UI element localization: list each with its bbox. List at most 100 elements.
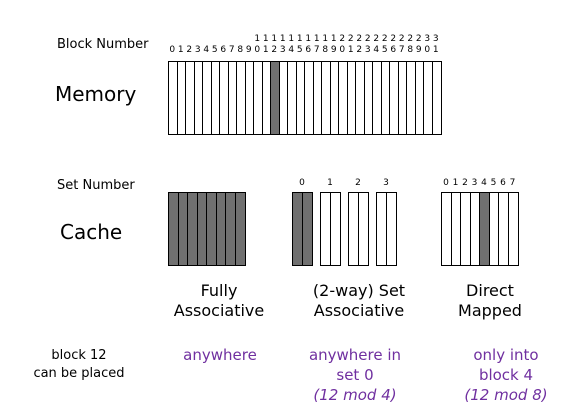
direct-mapped-placement-line2: block 4 bbox=[478, 366, 534, 384]
cache-set-3-way-1 bbox=[385, 192, 397, 266]
set-label-3: 3 bbox=[383, 178, 389, 188]
block-number-ones-1: 1 bbox=[177, 45, 184, 55]
set-associative-caption: (2-way) Set Associative bbox=[294, 281, 424, 321]
block-number-ones-21: 1 bbox=[347, 45, 354, 55]
block-number-tens-16: 1 bbox=[305, 34, 312, 44]
cache-set-0 bbox=[292, 192, 313, 266]
block-number-ones-24: 4 bbox=[373, 45, 380, 55]
cache-set-3 bbox=[376, 192, 397, 266]
block-number-ones-10: 0 bbox=[254, 45, 261, 55]
cache-set-1-way-1 bbox=[329, 192, 341, 266]
direct-mapped-caption-line1: Direct bbox=[466, 281, 514, 300]
block-number-ones-13: 3 bbox=[279, 45, 286, 55]
direct-mapped-block-7 bbox=[507, 192, 519, 266]
block-number-ones-0: 0 bbox=[169, 45, 176, 55]
direct-mapped-placement: only into block 4 (12 mod 8) bbox=[446, 345, 566, 405]
cache-set-1 bbox=[320, 192, 341, 266]
fully-associative-cache bbox=[168, 192, 246, 266]
block-number-tens-12: 1 bbox=[271, 34, 278, 44]
set-label-1: 1 bbox=[327, 178, 333, 188]
memory-blocks bbox=[168, 61, 442, 135]
set-associative-placement-line3: (12 mod 4) bbox=[313, 386, 397, 404]
direct-mapped-label-6: 6 bbox=[500, 178, 506, 188]
direct-mapped-cache bbox=[441, 192, 519, 266]
block-number-ones-18: 8 bbox=[322, 45, 329, 55]
direct-mapped-label-3: 3 bbox=[471, 178, 478, 188]
block-number-ones-19: 9 bbox=[330, 45, 337, 55]
block-number-ones-25: 5 bbox=[381, 45, 388, 55]
cache-set-2 bbox=[348, 192, 369, 266]
block-number-tens-17: 1 bbox=[313, 34, 320, 44]
block-number-tens-24: 2 bbox=[373, 34, 380, 44]
direct-mapped-label-0: 0 bbox=[443, 178, 449, 188]
block-number-ones-12: 2 bbox=[271, 45, 278, 55]
block-number-ones-4: 4 bbox=[203, 45, 210, 55]
block-number-ones-22: 2 bbox=[356, 45, 363, 55]
fully-associative-placement: anywhere bbox=[183, 346, 257, 364]
block-number-ones-28: 8 bbox=[407, 45, 414, 55]
block-number-ones-11: 1 bbox=[262, 45, 269, 55]
block-number-ones-3: 3 bbox=[194, 45, 201, 55]
fully-associative-caption: Fully Associative bbox=[164, 281, 274, 321]
cache-set-0-way-1 bbox=[301, 192, 313, 266]
block-number-tens-26: 2 bbox=[390, 34, 397, 44]
placement-question-line1: block 12 bbox=[51, 348, 107, 363]
direct-mapped-label-2: 2 bbox=[462, 178, 468, 188]
block-number-tens-29: 2 bbox=[415, 34, 422, 44]
block-number-ones-31: 1 bbox=[432, 45, 439, 55]
block-number-tens-10: 1 bbox=[254, 34, 261, 44]
set-associative-caption-line2: Associative bbox=[313, 301, 405, 320]
block-number-tens-27: 2 bbox=[398, 34, 405, 44]
placement-question-line2: can be placed bbox=[33, 366, 125, 381]
block-number-ones-26: 6 bbox=[390, 45, 397, 55]
direct-mapped-placement-line3: (12 mod 8) bbox=[464, 386, 548, 404]
block-number-tens-21: 2 bbox=[347, 34, 354, 44]
block-number-tens-11: 1 bbox=[262, 34, 269, 44]
memory-title: Memory bbox=[55, 82, 137, 106]
block-number-ones-15: 5 bbox=[296, 45, 303, 55]
block-number-tens-30: 3 bbox=[424, 34, 431, 44]
block-number-tens-20: 2 bbox=[339, 34, 346, 44]
direct-mapped-caption: Direct Mapped bbox=[440, 281, 540, 321]
set-number-label: Set Number bbox=[57, 178, 135, 193]
block-number-ones-29: 9 bbox=[415, 45, 422, 55]
direct-mapped-label-4: 4 bbox=[481, 178, 487, 188]
set-label-2: 2 bbox=[355, 178, 361, 188]
placement-question: block 12 can be placed bbox=[24, 347, 134, 383]
block-number-ones-20: 0 bbox=[339, 45, 346, 55]
block-number-tens-22: 2 bbox=[356, 34, 363, 44]
block-number-ones-17: 7 bbox=[313, 45, 320, 55]
block-number-tens-28: 2 bbox=[407, 34, 414, 44]
block-number-ones-2: 2 bbox=[186, 45, 193, 55]
block-number-label: Block Number bbox=[57, 37, 149, 52]
fully-associative-block-7 bbox=[234, 192, 246, 266]
direct-mapped-placement-line1: only into bbox=[473, 346, 539, 364]
block-number-ones-30: 0 bbox=[424, 45, 431, 55]
set-label-0: 0 bbox=[299, 178, 305, 188]
direct-mapped-label-1: 1 bbox=[452, 178, 459, 188]
set-associative-placement: anywhere in set 0 (12 mod 4) bbox=[290, 345, 420, 405]
direct-mapped-label-5: 5 bbox=[490, 178, 497, 188]
fully-associative-caption-line2: Associative bbox=[173, 301, 265, 320]
block-number-ones-7: 7 bbox=[228, 45, 235, 55]
block-number-ones-27: 7 bbox=[398, 45, 405, 55]
block-number-tens-23: 2 bbox=[364, 34, 371, 44]
block-number-tens-13: 1 bbox=[279, 34, 286, 44]
block-number-tens-25: 2 bbox=[381, 34, 388, 44]
block-number-ones-8: 8 bbox=[237, 45, 244, 55]
set-associative-placement-line1: anywhere in bbox=[308, 346, 402, 364]
memory-block-31 bbox=[431, 61, 442, 135]
direct-mapped-label-7: 7 bbox=[509, 178, 516, 188]
block-number-tens-31: 3 bbox=[432, 34, 439, 44]
block-number-tens-18: 1 bbox=[322, 34, 329, 44]
block-number-tens-19: 1 bbox=[330, 34, 337, 44]
cache-title: Cache bbox=[60, 220, 123, 244]
block-number-tens-15: 1 bbox=[296, 34, 303, 44]
set-associative-caption-line1: (2-way) Set bbox=[312, 281, 406, 300]
set-associative-placement-line2: set 0 bbox=[336, 366, 374, 384]
cache-set-2-way-1 bbox=[357, 192, 369, 266]
block-number-ones-14: 4 bbox=[288, 45, 295, 55]
block-number-ones-23: 3 bbox=[364, 45, 371, 55]
fully-associative-caption-line1: Fully bbox=[200, 281, 238, 300]
block-number-tens-14: 1 bbox=[288, 34, 295, 44]
